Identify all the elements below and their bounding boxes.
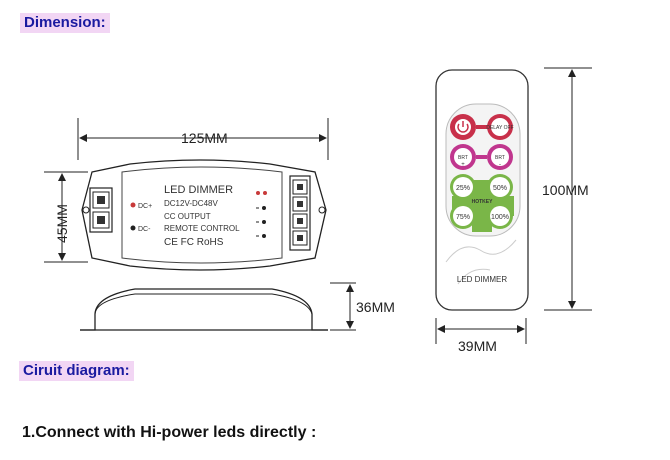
- height-dimension: 45MM: [54, 204, 70, 243]
- preset-50-button[interactable]: [487, 174, 513, 200]
- delay-off-button[interactable]: [487, 114, 513, 140]
- controller-title: LED DIMMER: [164, 184, 233, 196]
- dc-plus-label: DC+: [138, 203, 152, 210]
- hotkey-label: HOTKEY: [472, 199, 494, 205]
- preset-75-label: 75%: [456, 214, 470, 221]
- thickness-dimension: 36MM: [356, 299, 395, 315]
- delay-off-label: DELAY OFF: [486, 125, 513, 131]
- brightness-up-button[interactable]: [450, 144, 476, 170]
- preset-25-label: 25%: [456, 185, 470, 192]
- controller-output: CC OUTPUT: [164, 212, 211, 221]
- controller-side-view: 36MM: [80, 282, 395, 331]
- preset-50-label: 50%: [493, 185, 507, 192]
- remote-control: DELAY OFF BRT + BRT - 25% 50%: [435, 69, 529, 311]
- brightness-up-sign: +: [461, 162, 465, 168]
- preset-25-button[interactable]: [450, 174, 476, 200]
- brightness-up-label: BRT: [458, 155, 468, 161]
- remote-height-dimension: 100MM: [542, 182, 589, 198]
- remote-brand: LED DIMMER: [457, 275, 507, 284]
- controller-remote: REMOTE CONTROL: [164, 224, 240, 233]
- connect-instruction: 1.Connect with Hi-power leds directly :: [22, 424, 317, 441]
- preset-100-button[interactable]: [487, 203, 513, 229]
- preset-75-button[interactable]: [450, 203, 476, 229]
- brightness-down-sign: -: [499, 162, 501, 168]
- brightness-down-label: BRT: [495, 155, 505, 161]
- controller-voltage: DC12V-DC48V: [164, 199, 218, 208]
- remote-dimensions: 100MM 39MM: [435, 67, 592, 354]
- remote-width-dimension: 39MM: [458, 338, 497, 354]
- width-dimension: 125MM: [181, 130, 228, 146]
- controller-top-view: 125MM 45MM DC+ DC- LED: [44, 118, 329, 271]
- circuit-diagram-heading: Ciruit diagram:: [19, 361, 134, 381]
- dc-minus-label: DC-: [138, 226, 151, 233]
- dimension-heading: Dimension:: [20, 13, 110, 33]
- controller-certs: CE FC RoHS: [164, 237, 224, 248]
- brightness-down-button[interactable]: [487, 144, 513, 170]
- preset-100-label: 100%: [491, 214, 509, 221]
- power-icon: [457, 121, 469, 133]
